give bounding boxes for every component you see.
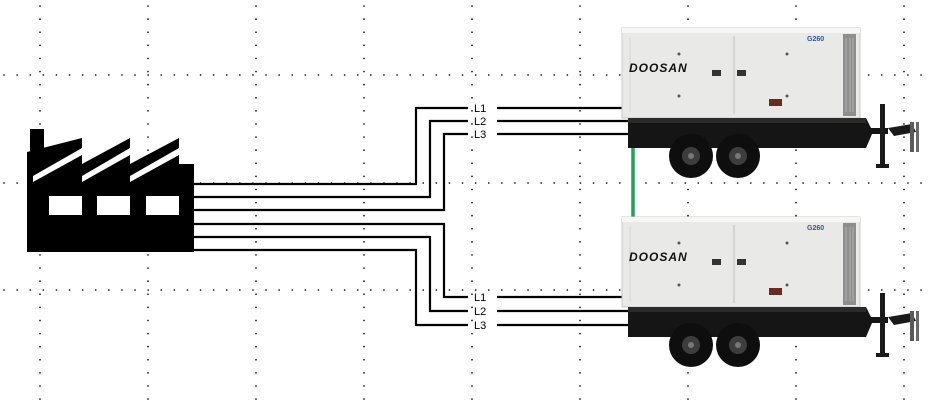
phase-label-l1: L1 [474, 103, 486, 115]
phase-label-l3: L3 [474, 320, 486, 332]
trailer-icon [628, 104, 919, 178]
bottom-phase-labels: L1 L2 L3 [474, 292, 486, 332]
generator-brand: DOOSAN [629, 61, 688, 75]
generator-top: DOOSAN G260 [621, 27, 919, 178]
factory-icon [27, 129, 194, 252]
generator-brand: DOOSAN [629, 250, 688, 264]
cables-to-bottom-generator [194, 222, 628, 327]
factory-window [97, 196, 130, 215]
phase-label-l3: L3 [474, 129, 486, 141]
top-phase-labels: L1 L2 L3 [474, 103, 486, 141]
phase-label-l2: L2 [474, 306, 486, 318]
phase-label-l2: L2 [474, 116, 486, 128]
generator-model: G260 [807, 36, 824, 43]
generator-model: G260 [807, 225, 824, 232]
generator-bottom: DOOSAN G260 [621, 216, 919, 367]
cables-to-top-generator [194, 106, 628, 212]
factory-window [49, 196, 82, 215]
factory-window [146, 196, 179, 215]
phase-label-l1: L1 [474, 292, 486, 304]
trailer-icon [628, 293, 919, 367]
